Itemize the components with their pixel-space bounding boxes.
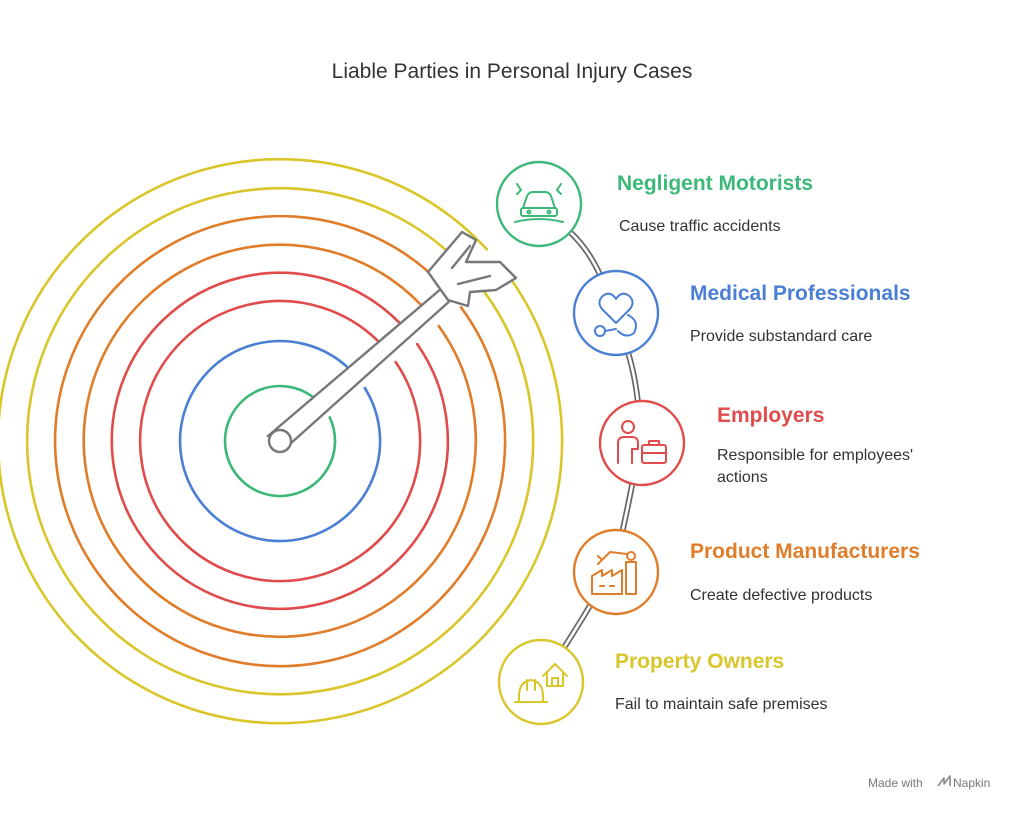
node-circle <box>598 399 686 487</box>
item-property-owners: Property Owners Fail to maintain safe pr… <box>497 638 828 726</box>
node-circle <box>497 638 585 726</box>
target-ring <box>110 271 450 611</box>
item-product-manufacturers: Product Manufacturers Create defective p… <box>572 528 920 616</box>
node-circle <box>495 160 583 248</box>
footer-credit: Made with Napkin <box>868 775 990 790</box>
item-negligent-motorists: Negligent Motorists Cause traffic accide… <box>495 160 813 248</box>
node-circle <box>572 528 660 616</box>
item-description: Provide substandard care <box>690 328 872 345</box>
arrow-tip <box>267 428 293 454</box>
house-hardhat-icon <box>514 663 568 703</box>
target-ring <box>178 339 382 543</box>
node-circle <box>572 269 660 357</box>
item-medical-professionals: Medical Professionals Provide substandar… <box>572 269 911 357</box>
arrow <box>266 230 518 454</box>
target-ring <box>0 157 564 725</box>
factory-robot-arm-icon <box>591 551 637 595</box>
made-with-label: Made with <box>868 776 923 790</box>
item-description: Cause traffic accidents <box>619 218 781 235</box>
target-ring <box>53 214 507 668</box>
napkin-logo-icon <box>937 775 951 787</box>
employee-briefcase-icon <box>617 420 667 464</box>
target-ring <box>25 186 535 696</box>
target-ring <box>82 243 478 639</box>
diagram-title: Liable Parties in Personal Injury Cases <box>332 60 693 83</box>
item-title: Employers <box>717 404 824 427</box>
item-description: Create defective products <box>690 587 872 604</box>
item-title: Product Manufacturers <box>690 540 920 563</box>
arrow-fletching <box>426 230 518 308</box>
arrow-fletching-line <box>450 244 492 286</box>
item-description: Fail to maintain safe premises <box>615 696 828 713</box>
car-crash-icon <box>514 183 564 223</box>
target-rings <box>0 157 564 725</box>
item-title: Property Owners <box>615 650 784 673</box>
item-description-line-1: Responsible for employees' <box>717 447 913 464</box>
target-ring <box>138 299 422 583</box>
item-title: Negligent Motorists <box>617 172 813 195</box>
item-employers: Employers Responsible for employees' act… <box>598 399 913 487</box>
item-description-line-2: actions <box>717 469 768 486</box>
item-title: Medical Professionals <box>690 282 911 305</box>
heart-stethoscope-icon <box>594 292 637 337</box>
napkin-brand-label: Napkin <box>953 776 990 790</box>
arrow-shaft <box>266 286 454 446</box>
target-ring <box>223 384 337 498</box>
